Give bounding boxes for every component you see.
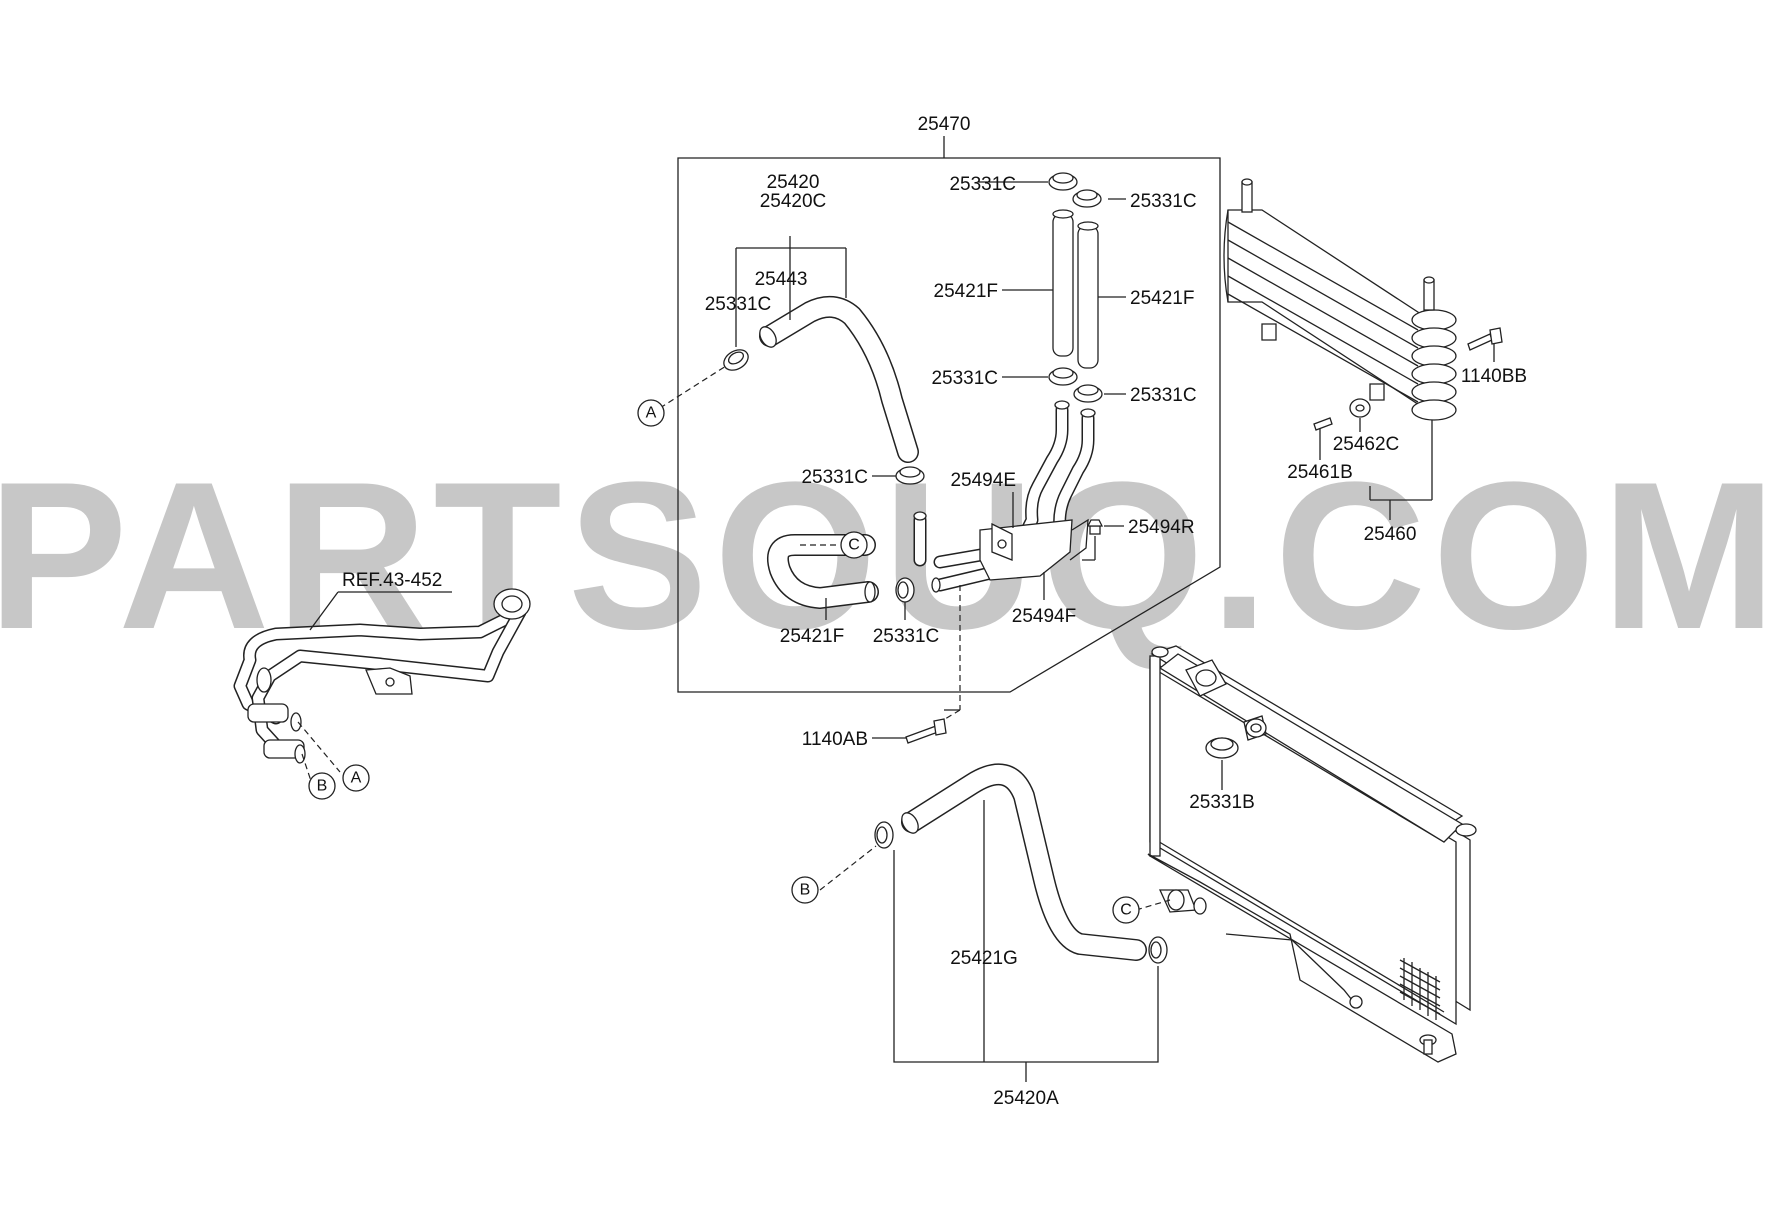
label-25421f-lower: 25421F <box>780 626 844 647</box>
clamp-25331b[interactable] <box>1205 737 1239 759</box>
leader-ref <box>309 591 452 631</box>
clamp-lower-right[interactable] <box>1148 936 1168 964</box>
label-25421g: 25421G <box>950 948 1018 969</box>
svg-text:A: A <box>351 770 362 787</box>
label-25421f-right: 25421F <box>1130 288 1194 309</box>
bracket-25460 <box>1319 420 1433 520</box>
clamp-top-1[interactable] <box>1048 172 1078 191</box>
label-25494e: 25494E <box>950 470 1016 491</box>
tube-assembly[interactable] <box>913 400 1096 593</box>
clamp-top-2[interactable] <box>1072 189 1102 208</box>
svg-text:B: B <box>800 882 811 899</box>
clamp-upper-left[interactable] <box>720 346 752 375</box>
label-25331c-mid-2: 25331C <box>1130 385 1197 406</box>
svg-text:B: B <box>317 778 328 795</box>
label-25462c: 25462C <box>1333 434 1400 455</box>
svg-text:C: C <box>1120 902 1132 919</box>
bolt-25494r[interactable] <box>1086 519 1104 535</box>
label-25494f: 25494F <box>1012 606 1076 627</box>
straight-hose-right[interactable] <box>1077 221 1099 369</box>
label-25331c-lower: 25331C <box>873 626 940 647</box>
label-ref-43-452: REF.43-452 <box>342 570 442 591</box>
callout-b-lower: B <box>791 876 819 904</box>
bracket-25420a <box>893 800 1159 1082</box>
label-25331c-top-2: 25331C <box>1130 191 1197 212</box>
label-25421f-left: 25421F <box>934 281 998 302</box>
label-25494r: 25494R <box>1128 517 1195 538</box>
hose-25420[interactable] <box>756 295 919 463</box>
label-25420c: 25420C <box>760 191 827 212</box>
leader-c-lower <box>1135 899 1171 911</box>
label-25460: 25460 <box>1364 524 1417 545</box>
leader-1140ab-dash2 <box>939 709 961 723</box>
oil-cooler[interactable] <box>1223 178 1457 421</box>
leader-tube <box>1012 492 1045 600</box>
bolt-1140ab[interactable] <box>905 718 947 744</box>
svg-text:C: C <box>848 537 860 554</box>
radiator[interactable] <box>1147 645 1477 1063</box>
hose-25421f-lower[interactable] <box>766 534 879 609</box>
label-1140ab: 1140AB <box>802 729 868 750</box>
pin-25461b[interactable] <box>1313 417 1333 431</box>
label-25331c-lower-center: 25331C <box>801 467 868 488</box>
clamp-mid-1[interactable] <box>1048 367 1078 386</box>
frame-leaders <box>825 181 1126 620</box>
callout-a-upper: A <box>637 399 665 427</box>
leader-25494r-vert <box>1082 536 1096 561</box>
clamp-lower-center[interactable] <box>895 466 925 485</box>
grommet-25462c[interactable] <box>1349 398 1371 418</box>
clamp-lower[interactable] <box>895 577 915 603</box>
callout-a-left: A <box>342 764 370 792</box>
clamp-mid-2[interactable] <box>1073 384 1103 403</box>
label-25420: 25420 <box>767 172 820 193</box>
label-25420a: 25420A <box>993 1088 1059 1109</box>
leader-b-lower <box>819 845 877 891</box>
label-25331b: 25331B <box>1189 792 1255 813</box>
label-25443: 25443 <box>755 269 808 290</box>
label-25331c-mid-1: 25331C <box>931 368 998 389</box>
straight-hose-left[interactable] <box>1052 209 1074 357</box>
label-25331c-top-1: 25331C <box>949 174 1016 195</box>
callout-c-upper: C <box>840 531 868 559</box>
ref-pipe[interactable] <box>233 588 531 764</box>
bracket-25420 <box>735 236 847 347</box>
leader-ab-left <box>297 721 341 785</box>
svg-text:A: A <box>646 405 657 422</box>
assembly-frame <box>677 157 1221 693</box>
clamp-lower-left[interactable] <box>874 821 894 849</box>
bolt-1140bb[interactable] <box>1467 327 1503 351</box>
label-25331c-left-upper: 25331C <box>705 294 772 315</box>
callout-c-lower: C <box>1112 896 1140 924</box>
label-25461b: 25461B <box>1287 462 1353 483</box>
label-1140bb: 1140BB <box>1461 366 1527 387</box>
callout-b-left: B <box>308 772 336 800</box>
leader-a-upper <box>659 365 727 409</box>
label-25470: 25470 <box>918 114 971 135</box>
hose-25421g[interactable] <box>898 763 1147 961</box>
